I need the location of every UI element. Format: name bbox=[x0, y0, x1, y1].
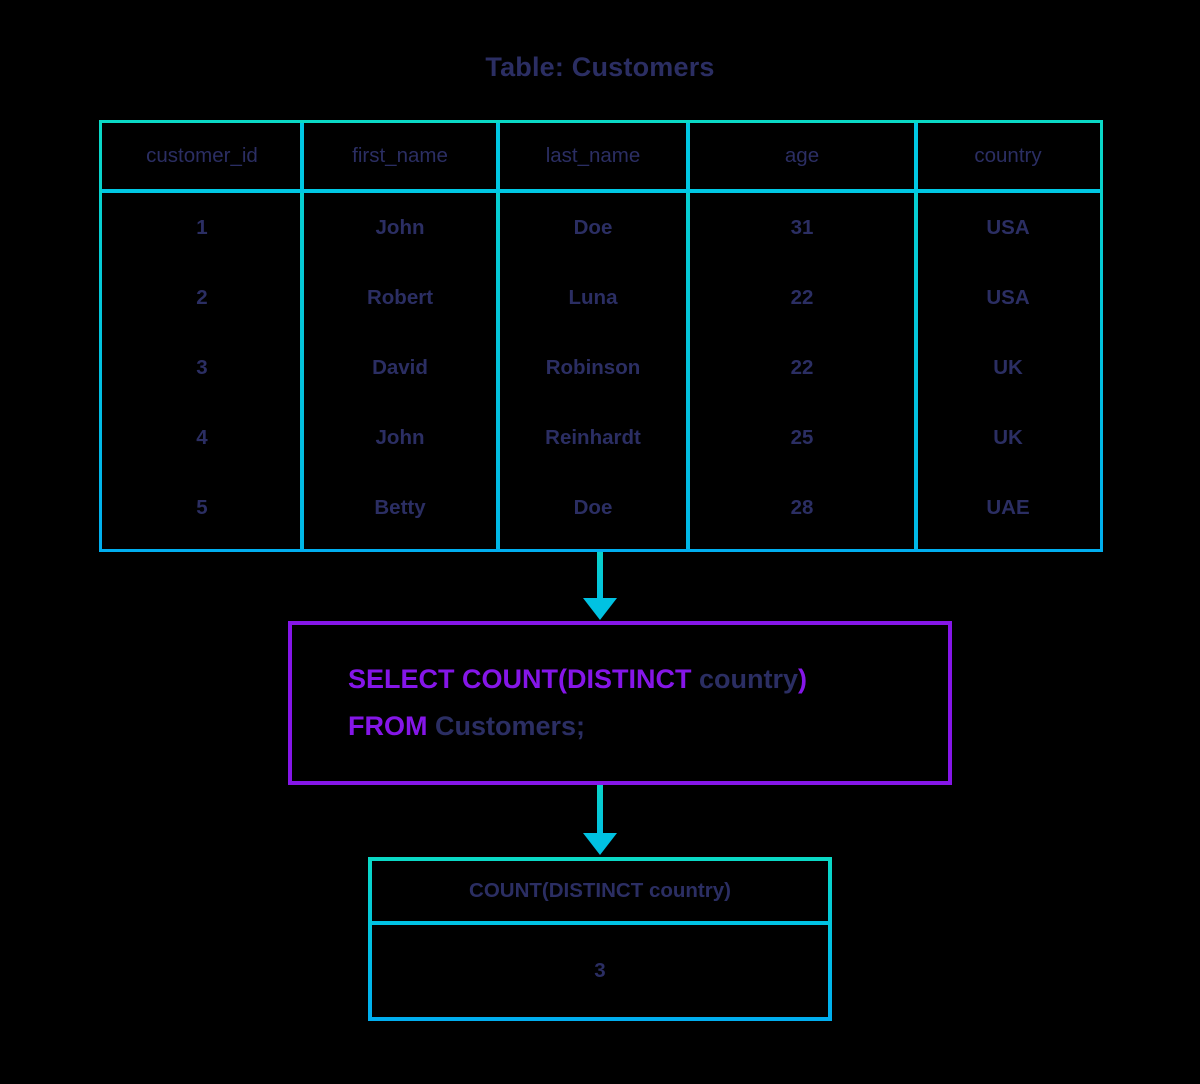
cell-first-name: John bbox=[375, 216, 425, 239]
column-header-customer-id: customer_id bbox=[146, 144, 258, 167]
cell-country: USA bbox=[986, 286, 1030, 309]
source-table-body: 1 John Doe 31 USA 2 Robert Luna 22 USA 3… bbox=[102, 193, 1100, 549]
cell-first-name: Robert bbox=[366, 286, 434, 309]
column-divider bbox=[496, 193, 500, 549]
arrow-down-icon bbox=[580, 785, 620, 858]
sql-query-box: SELECT COUNT(DISTINCT country) FROM Cust… bbox=[288, 621, 952, 785]
column-divider bbox=[496, 123, 500, 189]
sql-identifier-customers: Customers; bbox=[435, 711, 586, 741]
column-divider bbox=[686, 123, 690, 189]
sql-identifier-country: country bbox=[699, 664, 799, 694]
cell-customer-id: 3 bbox=[196, 356, 208, 379]
table-row: 3 David Robinson 22 UK bbox=[102, 333, 1100, 403]
arrow-head bbox=[583, 833, 617, 855]
table-row: 5 Betty Doe 28 UAE bbox=[102, 473, 1100, 543]
result-value: 3 bbox=[594, 959, 606, 982]
column-header-country: country bbox=[974, 144, 1042, 167]
column-divider bbox=[300, 193, 304, 549]
column-header-age: age bbox=[784, 144, 820, 167]
cell-last-name: Reinhardt bbox=[545, 426, 641, 449]
page-title: Table: Customers bbox=[485, 52, 715, 82]
column-divider bbox=[914, 193, 918, 549]
column-divider bbox=[300, 123, 304, 189]
cell-country: UK bbox=[993, 426, 1023, 449]
arrow-down-icon bbox=[580, 552, 620, 622]
cell-last-name: Doe bbox=[573, 496, 613, 519]
cell-age: 28 bbox=[790, 496, 814, 519]
result-table-body: 3 bbox=[372, 925, 828, 1017]
arrow-head bbox=[583, 598, 617, 620]
source-table-header: customer_id first_name last_name age cou… bbox=[102, 123, 1100, 193]
cell-last-name: Robinson bbox=[545, 356, 641, 379]
cell-age: 25 bbox=[790, 426, 814, 449]
column-divider bbox=[914, 123, 918, 189]
cell-customer-id: 1 bbox=[196, 216, 208, 239]
cell-first-name: Betty bbox=[374, 496, 426, 519]
cell-age: 22 bbox=[790, 286, 814, 309]
result-table: COUNT(DISTINCT country) 3 bbox=[368, 857, 832, 1021]
table-row: 4 John Reinhardt 25 UK bbox=[102, 403, 1100, 473]
cell-country: UAE bbox=[986, 496, 1030, 519]
sql-query-line-2: FROM Customers; bbox=[348, 703, 948, 750]
sql-query-line-1: SELECT COUNT(DISTINCT country) bbox=[348, 656, 948, 703]
cell-age: 22 bbox=[790, 356, 814, 379]
sql-keyword-select-count-distinct: SELECT COUNT(DISTINCT bbox=[348, 664, 699, 694]
cell-last-name: Luna bbox=[568, 286, 618, 309]
cell-first-name: David bbox=[372, 356, 428, 379]
sql-closing-paren: ) bbox=[798, 664, 808, 694]
table-row: 1 John Doe 31 USA bbox=[102, 193, 1100, 263]
arrow-shaft bbox=[597, 552, 603, 602]
result-column-header: COUNT(DISTINCT country) bbox=[469, 879, 731, 902]
cell-customer-id: 5 bbox=[196, 496, 208, 519]
column-header-first-name: first_name bbox=[352, 144, 448, 167]
sql-keyword-from: FROM bbox=[348, 711, 435, 741]
table-header-row: customer_id first_name last_name age cou… bbox=[102, 123, 1100, 189]
cell-customer-id: 4 bbox=[196, 426, 208, 449]
column-divider bbox=[686, 193, 690, 549]
cell-country: UK bbox=[993, 356, 1023, 379]
cell-last-name: Doe bbox=[573, 216, 613, 239]
arrow-shaft bbox=[597, 785, 603, 837]
cell-country: USA bbox=[986, 216, 1030, 239]
cell-age: 31 bbox=[790, 216, 814, 239]
result-table-header: COUNT(DISTINCT country) bbox=[372, 861, 828, 925]
cell-first-name: John bbox=[375, 426, 425, 449]
column-header-last-name: last_name bbox=[545, 144, 641, 167]
table-row: 2 Robert Luna 22 USA bbox=[102, 263, 1100, 333]
cell-customer-id: 2 bbox=[196, 286, 208, 309]
source-table: customer_id first_name last_name age cou… bbox=[99, 120, 1103, 552]
